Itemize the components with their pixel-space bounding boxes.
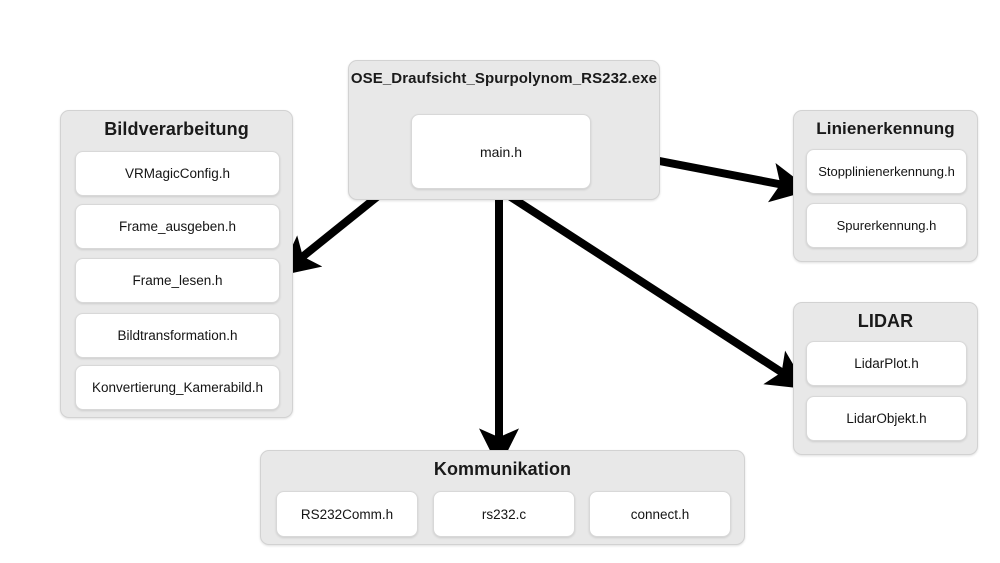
node-connect-h[interactable]: connect.h (589, 491, 731, 537)
group-title-kommunikation: Kommunikation (433, 459, 572, 479)
group-lidar[interactable]: LIDAR LidarPlot.h LidarObjekt.h (793, 302, 978, 455)
arrow-main-to-lidar (497, 186, 808, 390)
group-executable[interactable]: OSE_Draufsicht_Spurpolynom_RS232.exe mai… (348, 60, 660, 200)
node-frame-lesen-h[interactable]: Frame_lesen.h (75, 258, 280, 303)
group-title-lidar: LIDAR (857, 311, 914, 331)
node-stopplinienerkennung-h[interactable]: Stopplinienerkennung.h (806, 149, 967, 194)
group-linienerkennung[interactable]: Linienerkennung Stopplinienerkennung.h S… (793, 110, 978, 262)
node-main-h[interactable]: main.h (411, 114, 591, 189)
group-title-bildverarbeitung: Bildverarbeitung (104, 119, 249, 139)
node-spurerkennung-h[interactable]: Spurerkennung.h (806, 203, 967, 248)
node-lidarobjekt-h[interactable]: LidarObjekt.h (806, 396, 967, 441)
group-title-executable: OSE_Draufsicht_Spurpolynom_RS232.exe (350, 70, 658, 87)
node-bildtransformation-h[interactable]: Bildtransformation.h (75, 313, 280, 358)
group-title-linienerkennung: Linienerkennung (816, 119, 955, 138)
node-konvertierung-kamerabild-h[interactable]: Konvertierung_Kamerabild.h (75, 365, 280, 410)
node-rs232-c[interactable]: rs232.c (433, 491, 575, 537)
group-kommunikation[interactable]: Kommunikation RS232Comm.h rs232.c connec… (260, 450, 745, 545)
node-frame-ausgeben-h[interactable]: Frame_ausgeben.h (75, 204, 280, 249)
group-bildverarbeitung[interactable]: Bildverarbeitung VRMagicConfig.h Frame_a… (60, 110, 293, 418)
node-vrmagicconfig-h[interactable]: VRMagicConfig.h (75, 151, 280, 196)
node-rs232comm-h[interactable]: RS232Comm.h (276, 491, 418, 537)
node-lidarplot-h[interactable]: LidarPlot.h (806, 341, 967, 386)
